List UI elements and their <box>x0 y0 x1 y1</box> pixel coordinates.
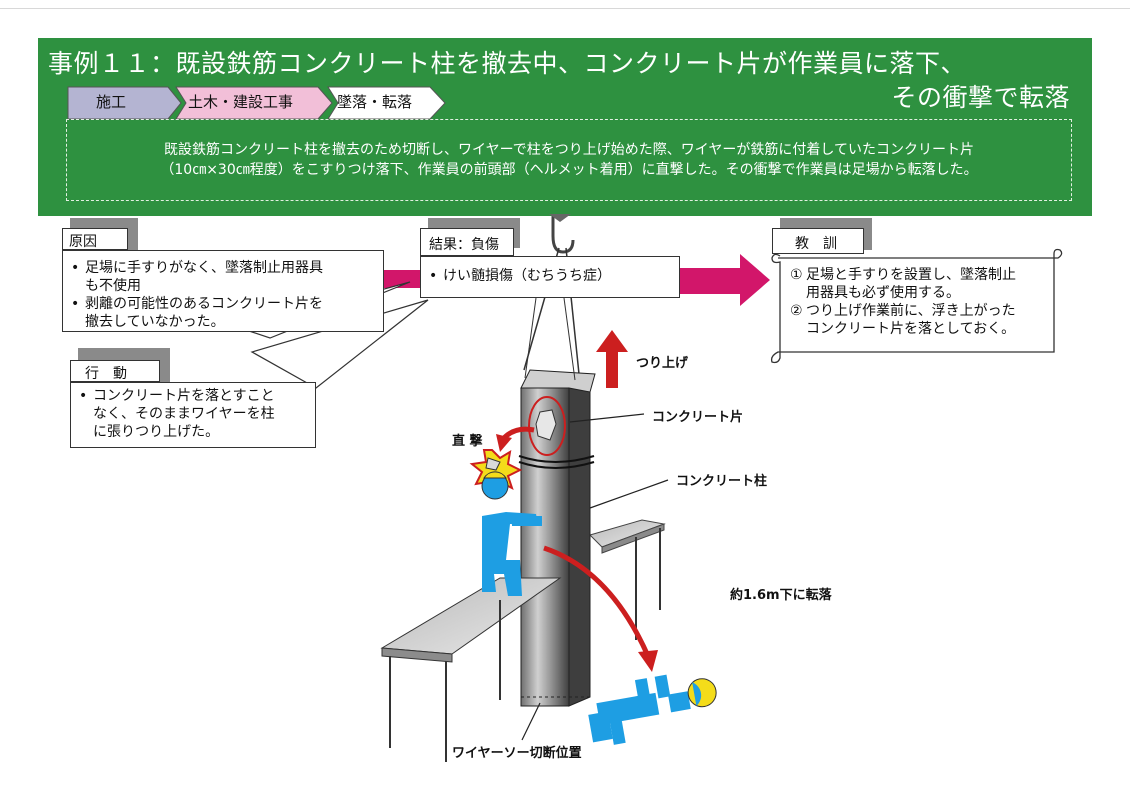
concrete-fragment-shape <box>535 409 557 441</box>
result-pointer-right <box>563 297 576 381</box>
cut-leader-line <box>521 702 541 741</box>
result-box: •けい髄損傷（むちうち症） <box>420 256 680 298</box>
cut-position-label: ワイヤーソー切断位置 <box>452 746 582 761</box>
fragment-highlight <box>528 396 566 456</box>
action-tab: 行 動 <box>70 360 160 382</box>
column-label: コンクリート柱 <box>676 474 768 489</box>
bench-left-side <box>381 647 453 663</box>
lift-arrow <box>596 330 628 388</box>
lesson-label: 教 訓 <box>795 236 837 252</box>
lesson-tab: 教 訓 <box>772 228 864 254</box>
summary-line1: 既設鉄筋コンクリート柱を撤去のため切断し、ワイヤーで柱をつり上げ始めた際、ワイヤ… <box>164 142 974 158</box>
falling-fragment <box>485 457 501 471</box>
result-pointer-left <box>524 297 537 379</box>
case-header: 事例１１：既設鉄筋コンクリート柱を撤去中、コンクリート片が作業員に落下、 その衝… <box>38 38 1092 216</box>
category-tag-shapes <box>67 86 446 120</box>
crane-hook <box>551 216 575 254</box>
lift-label: つり上げ <box>636 356 689 371</box>
summary-line2: （10㎝×30㎝程度）をこすりつけ落下、作業員の前頭部（ヘルメット着用）に直撃し… <box>160 162 978 178</box>
cause-tab: 原因 <box>62 228 128 250</box>
result-label: 結果：負傷 <box>429 237 499 253</box>
tag-shape-1 <box>67 86 182 120</box>
fall-distance-label: 約1.6m下に転落 <box>730 588 832 603</box>
case-title-line1: 事例１１：既設鉄筋コンクリート柱を撤去中、コンクリート片が作業員に落下、 <box>48 49 967 78</box>
hook-block <box>549 214 571 222</box>
tag-civil-engineering: 土木・建設工事 <box>188 93 294 111</box>
worker-helmet <box>483 471 507 479</box>
wire-wrap-1 <box>518 455 595 463</box>
wire-wrap-2 <box>518 461 595 469</box>
case-title-line2: その衝撃で転落 <box>891 83 1070 112</box>
action-list: •コンクリート片を落とすことなく、そのままワイヤーを柱に張りつり上げた。 <box>79 387 275 441</box>
result-item-1: •けい髄損傷（むちうち症） <box>429 268 611 284</box>
standing-worker-body <box>482 512 538 596</box>
cause-item-2: •剥離の可能性のあるコンクリート片を撤去していなかった。 <box>71 296 323 330</box>
column-side-face <box>568 387 591 707</box>
result-tab: 結果：負傷 <box>420 228 514 256</box>
column-leader-line <box>589 479 669 509</box>
action-item-1: •コンクリート片を落とすことなく、そのままワイヤーを柱に張りつり上げた。 <box>79 388 275 440</box>
cause-label: 原因 <box>69 234 97 250</box>
cause-box: •足場に手すりがなく、墜落制止用器具も不使用 •剥離の可能性のあるコンクリート片… <box>62 250 384 332</box>
flow-arrow-result-lesson <box>680 254 770 306</box>
tag-construction: 施工 <box>96 93 127 111</box>
fall-arrow-shaft <box>543 545 651 658</box>
top-divider <box>0 8 1130 9</box>
bench-right-side <box>601 523 665 554</box>
case-summary: 既設鉄筋コンクリート柱を撤去のため切断し、ワイヤーで柱をつり上げ始めた際、ワイヤ… <box>66 119 1072 201</box>
fall-arrow-head <box>638 650 658 672</box>
action-label: 行 動 <box>85 366 127 382</box>
flow-arrow-cause-result <box>382 270 420 288</box>
impact-arrow-head <box>496 434 512 452</box>
fragment-label: コンクリート片 <box>652 410 744 425</box>
standing-worker-arm <box>512 516 542 526</box>
cause-item-1: •足場に手すりがなく、墜落制止用器具も不使用 <box>71 260 323 294</box>
fallen-worker <box>588 674 717 745</box>
summary-text: 既設鉄筋コンクリート柱を撤去のため切断し、ワイヤーで柱をつり上げ始めた際、ワイヤ… <box>67 140 1071 180</box>
tag-fall: 墜落・転落 <box>337 93 413 111</box>
fragment-leader-line <box>569 413 645 423</box>
category-tags: 施工 土木・建設工事 墜落・転落 <box>38 85 478 121</box>
impact-label: 直 撃 <box>452 434 483 449</box>
result-list: •けい髄損傷（むちうち症） <box>429 267 611 285</box>
action-box: •コンクリート片を落とすことなく、そのままワイヤーを柱に張りつり上げた。 <box>70 382 316 448</box>
cause-list: •足場に手すりがなく、墜落制止用器具も不使用 •剥離の可能性のあるコンクリート片… <box>71 259 323 331</box>
